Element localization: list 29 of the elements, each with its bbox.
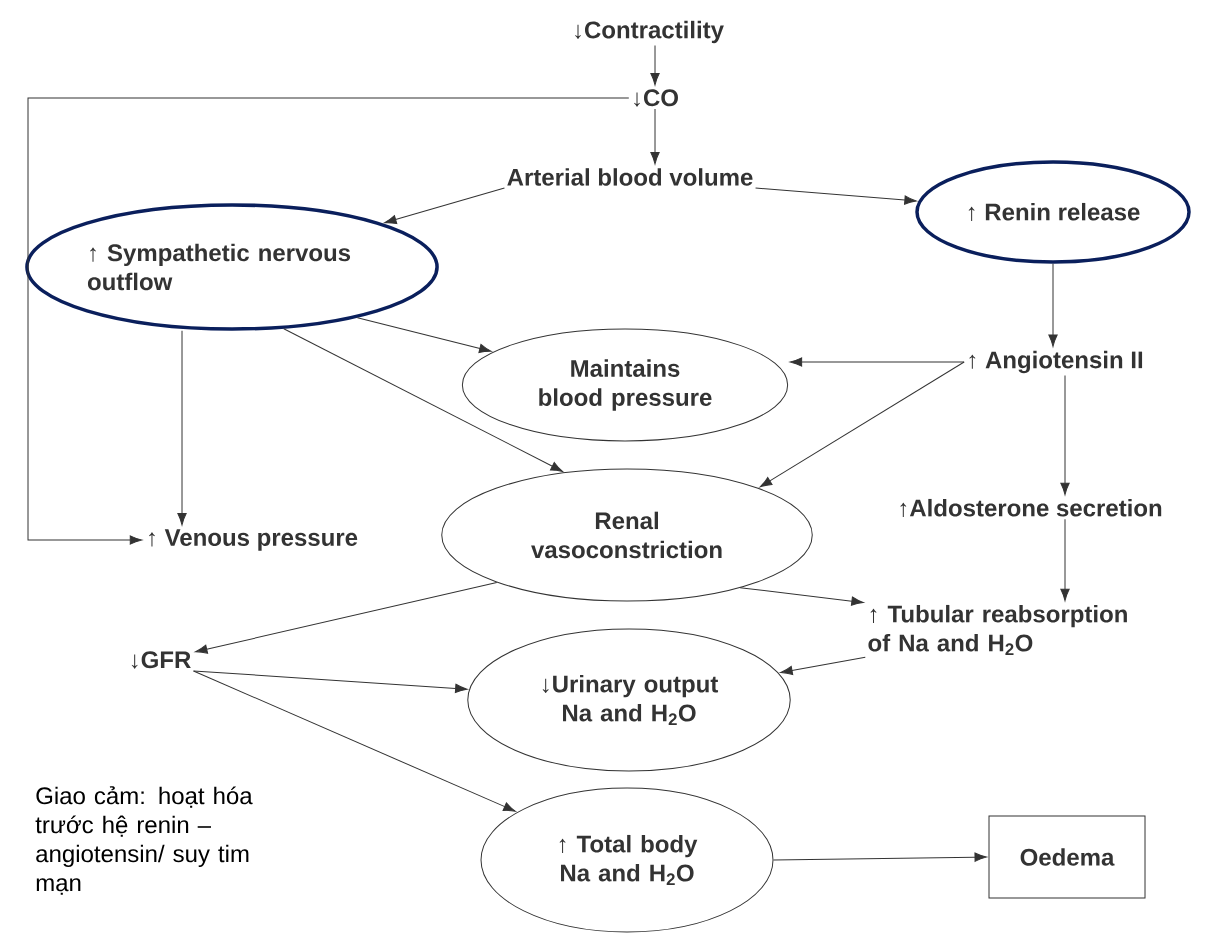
arrow — [356, 317, 492, 353]
arrow — [755, 187, 917, 205]
label-text: ↑ Angiotensin II — [969, 350, 1143, 374]
arrow — [283, 328, 563, 472]
arrow — [27, 97, 630, 545]
arrow — [1060, 374, 1070, 496]
arrow — [773, 852, 987, 862]
arrow — [193, 670, 468, 694]
note-text: Giao cảm: hoạt hóa trước hệ renin – angiotensin/ suy tim mạn — [35, 786, 253, 895]
arrow — [195, 581, 498, 654]
arrow — [177, 330, 187, 526]
label-text: ↓CO — [634, 89, 678, 107]
outcome-box: Oedema — [988, 815, 1146, 899]
arrow — [193, 670, 516, 812]
arrow — [739, 587, 864, 606]
arrow — [780, 656, 866, 676]
arrow — [789, 357, 965, 367]
arrow — [384, 187, 505, 225]
label-text: ↑Aldosterone secretion — [900, 498, 1162, 518]
arrow — [650, 108, 660, 165]
label-text: ↓GFR — [131, 651, 191, 669]
arrow — [759, 361, 965, 488]
arrow — [650, 44, 660, 86]
arrow — [1048, 263, 1058, 347]
label-text: ↓Contractility — [575, 20, 724, 44]
arrow — [1060, 518, 1070, 602]
label-text: Arterial blood volume — [507, 168, 753, 186]
label-text: ↑ Venous pressure — [149, 529, 358, 551]
label-text: ↑ Tubular reabsorption of Na and H$_{2}$O — [868, 604, 1127, 656]
